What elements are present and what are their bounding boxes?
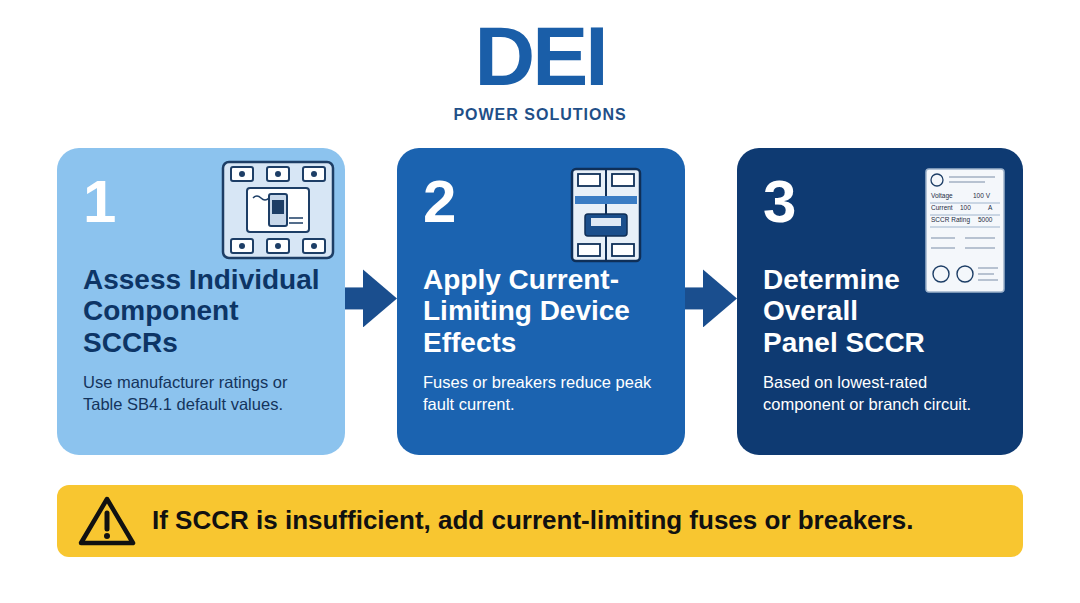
step-box: 2Apply Current-Limiting Device EffectsFu… [397, 148, 685, 455]
step-description: Fuses or breakers reduce peak fault curr… [423, 372, 663, 415]
logo-subtitle: POWER SOLUTIONS [0, 107, 1080, 123]
flow-arrow [685, 287, 707, 309]
plate-field: Voltage [931, 193, 953, 200]
miniature-breaker-icon [569, 166, 643, 264]
step-box: 1Assess Individual Component SCCRsUse ma… [57, 148, 345, 455]
flow-arrow [345, 287, 367, 309]
plate-value: 100 [960, 205, 971, 212]
step-description: Based on lowest-rated component or branc… [763, 372, 1003, 415]
logo-title: DEI [0, 14, 1080, 98]
warning-triangle-icon [77, 495, 137, 547]
plate-unit: A [988, 205, 992, 212]
step-heading: Assess Individual Component SCCRs [83, 264, 338, 358]
warning-banner: If SCCR is insufficient, add current-lim… [57, 485, 1023, 557]
molded-case-breaker-icon [217, 158, 339, 262]
warning-text: If SCCR is insufficient, add current-lim… [152, 506, 913, 536]
plate-field: Current [931, 205, 953, 212]
step-heading: Determine Overall Panel SCCR [763, 264, 931, 358]
plate-value: 100 V [973, 193, 990, 200]
plate-field: SCCR Rating [931, 217, 970, 224]
step-description: Use manufacturer ratings or Table SB4.1 … [83, 372, 323, 415]
step-number: 2 [423, 172, 661, 232]
step-number: 1 [83, 172, 321, 232]
rating-nameplate-icon [925, 168, 1005, 293]
plate-value: 5000 [978, 217, 992, 224]
step-heading: Apply Current-Limiting Device Effects [423, 264, 678, 358]
